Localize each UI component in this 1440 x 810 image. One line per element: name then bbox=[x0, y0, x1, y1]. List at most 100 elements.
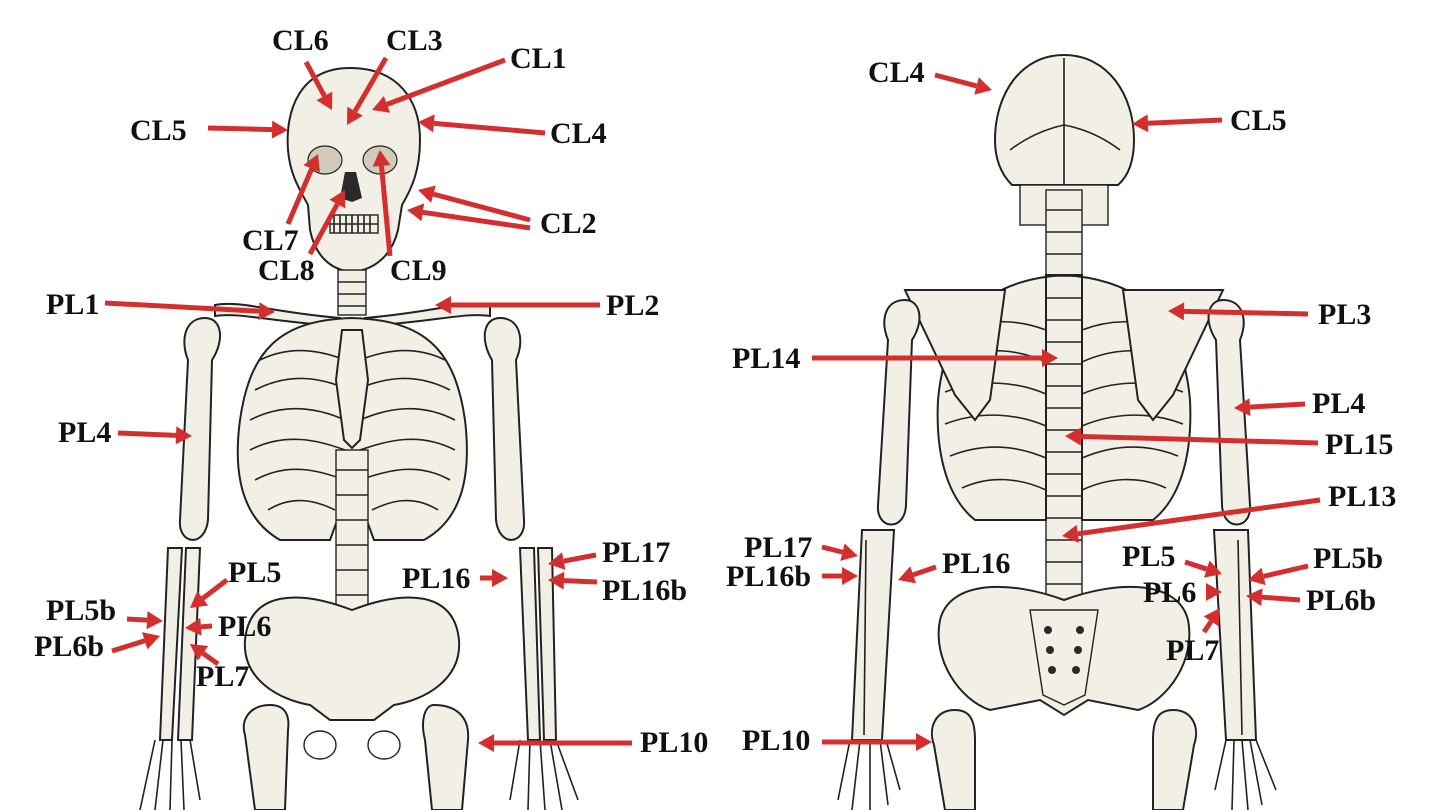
humerus-left bbox=[178, 316, 221, 541]
landmark-label: CL4 bbox=[868, 56, 925, 89]
arrow-line bbox=[1183, 308, 1309, 317]
landmark-label: PL6b bbox=[1306, 584, 1376, 617]
arrow-line bbox=[386, 57, 506, 107]
landmark-label: PL17 bbox=[602, 536, 670, 569]
landmark-label: PL5b bbox=[1313, 542, 1383, 575]
sternum bbox=[334, 329, 370, 450]
landmark-label: CL7 bbox=[242, 224, 299, 257]
arrow-head-icon bbox=[185, 617, 202, 636]
arrow-line bbox=[563, 578, 598, 585]
arrow-head-icon bbox=[303, 154, 320, 173]
landmark-label: PL16b bbox=[726, 560, 811, 593]
arrow-line bbox=[201, 651, 220, 667]
arrow-line bbox=[285, 167, 314, 225]
femur-back-left bbox=[930, 708, 976, 810]
arrow-line bbox=[104, 300, 260, 314]
arrow-line bbox=[352, 56, 389, 113]
humerus-back-right bbox=[1207, 298, 1252, 526]
arrow-head-icon bbox=[372, 95, 391, 113]
humerus-back-left bbox=[876, 298, 921, 526]
arrow-line bbox=[117, 430, 177, 438]
arrow-head-icon bbox=[190, 591, 209, 608]
lumbar-spine bbox=[335, 449, 369, 621]
arrow-head-icon bbox=[548, 552, 566, 570]
arrow-head-icon bbox=[974, 77, 992, 95]
landmark-label: PL10 bbox=[742, 724, 810, 757]
landmark-label: CL5 bbox=[130, 114, 187, 147]
arrow-head-icon bbox=[329, 190, 346, 209]
arrow-head-icon bbox=[548, 571, 565, 590]
landmark-label: CL8 bbox=[258, 254, 315, 287]
landmark-label: PL16 bbox=[942, 547, 1010, 580]
arrow-line bbox=[201, 578, 229, 601]
arrow-head-icon bbox=[1206, 583, 1222, 601]
arrow-head-icon bbox=[418, 114, 435, 133]
arrow-head-icon bbox=[1203, 608, 1220, 627]
arrow-head-icon bbox=[1132, 114, 1149, 133]
landmark-label: PL16 bbox=[402, 562, 470, 595]
hand-back-left bbox=[837, 739, 901, 810]
landmark-label: PL5b bbox=[46, 594, 116, 627]
arrow-head-icon bbox=[435, 296, 451, 314]
arrow-line bbox=[379, 165, 393, 257]
landmark-label: PL4 bbox=[1312, 387, 1365, 420]
landmark-label: PL3 bbox=[1318, 298, 1371, 331]
arrow-line bbox=[303, 60, 327, 98]
landmark-label: PL6 bbox=[218, 610, 271, 643]
spine-posterior bbox=[1045, 189, 1083, 611]
arrow-head-icon bbox=[407, 203, 425, 222]
arrow-line bbox=[1249, 401, 1306, 410]
arrow-line bbox=[433, 120, 546, 136]
landmark-label: PL10 bbox=[640, 726, 708, 759]
pelvis-front bbox=[243, 596, 461, 721]
landmark-label: CL4 bbox=[550, 117, 607, 150]
femur-left bbox=[242, 703, 290, 810]
arrow-head-icon bbox=[190, 644, 209, 661]
arrow-line bbox=[821, 544, 844, 555]
arrow-head-icon bbox=[1204, 560, 1222, 578]
scapula-left bbox=[903, 289, 1007, 422]
arrow-line bbox=[1077, 497, 1321, 537]
arrow-head-icon bbox=[142, 632, 160, 650]
arrow-line bbox=[111, 638, 146, 654]
landmark-label: PL2 bbox=[606, 289, 659, 322]
hand-left bbox=[139, 739, 201, 810]
posterior-skeleton bbox=[837, 53, 1277, 810]
nasal-cavity bbox=[340, 172, 362, 202]
humerus-right bbox=[483, 316, 526, 541]
arrow-head-icon bbox=[146, 611, 163, 630]
arrow-line bbox=[207, 125, 273, 133]
landmark-label: PL5 bbox=[228, 556, 281, 589]
ulna-left bbox=[176, 547, 202, 741]
arrow-head-icon bbox=[1248, 567, 1266, 586]
cervical-spine bbox=[337, 269, 367, 316]
landmark-label: PL14 bbox=[732, 342, 800, 375]
landmark-label: PL7 bbox=[1166, 634, 1219, 667]
arrow-head-icon bbox=[898, 566, 917, 584]
landmark-label: PL17 bbox=[744, 531, 812, 564]
hand-back-right bbox=[1214, 739, 1277, 810]
arrow-line bbox=[563, 552, 597, 564]
arrow-head-icon bbox=[478, 734, 494, 752]
arrow-line bbox=[1201, 619, 1214, 634]
arrow-head-icon bbox=[1234, 398, 1251, 417]
arrow-line bbox=[126, 616, 148, 623]
ulna-right bbox=[536, 547, 558, 741]
landmark-label: CL1 bbox=[510, 42, 567, 75]
arrow-head-icon bbox=[418, 185, 436, 203]
landmark-label: PL4 bbox=[58, 416, 111, 449]
landmark-label: PL7 bbox=[196, 660, 249, 693]
landmark-label: PL5 bbox=[1122, 540, 1175, 573]
femur-right bbox=[422, 703, 470, 810]
arrow-line bbox=[307, 202, 340, 256]
arrow-line bbox=[1261, 594, 1301, 603]
arrow-head-icon bbox=[1062, 524, 1080, 543]
arrow-line bbox=[1080, 433, 1319, 446]
femur-back-right bbox=[1152, 708, 1198, 810]
arrow-head-icon bbox=[840, 543, 858, 561]
landmark-label: PL6 bbox=[1143, 576, 1196, 609]
arrow-line bbox=[422, 209, 531, 231]
anterior-skeleton bbox=[139, 66, 579, 810]
arrow-head-icon bbox=[1246, 588, 1263, 607]
